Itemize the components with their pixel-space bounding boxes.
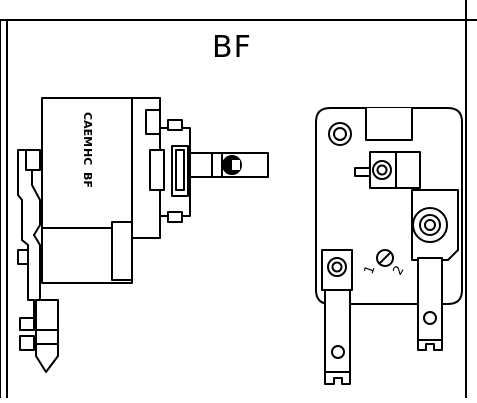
housing-label-line-1: CAEM bbox=[81, 112, 94, 147]
housing-label-line-3: BF bbox=[81, 172, 94, 188]
terminal-2-tab bbox=[417, 257, 443, 341]
side-view bbox=[17, 97, 269, 373]
housing-label: CAEM HC BF bbox=[81, 112, 94, 188]
drawing-title: BF bbox=[212, 30, 252, 65]
front-view bbox=[315, 107, 463, 385]
housing-label-line-2: HC bbox=[81, 148, 94, 165]
terminal-1-tab bbox=[324, 289, 351, 373]
